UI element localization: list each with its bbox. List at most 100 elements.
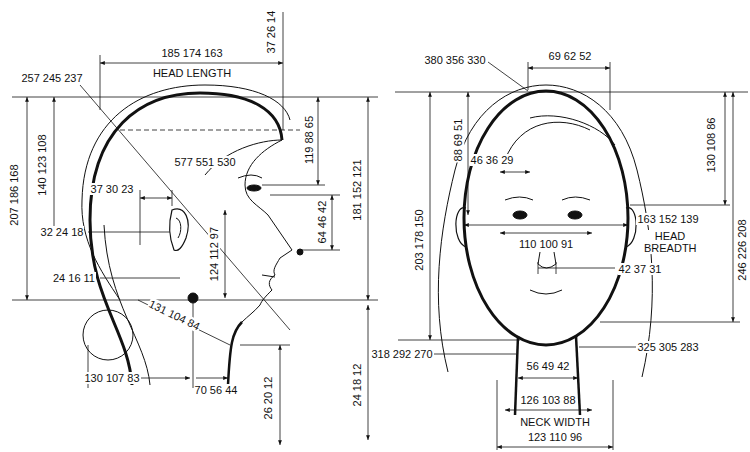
label-holder: 140 123 108	[36, 133, 48, 196]
dimension-lines	[27, 97, 28, 300]
dimension-lines	[318, 97, 319, 185]
dimension-lines	[120, 130, 300, 131]
profile-head	[176, 218, 181, 238]
dimension-lines	[733, 92, 734, 322]
dimension-lines	[225, 210, 226, 298]
front-head	[538, 252, 556, 268]
dimension-label: 130 108 86	[706, 116, 718, 173]
label-holder: 130 108 86	[706, 116, 718, 173]
dimension-lines	[270, 195, 340, 196]
front-head	[513, 211, 527, 219]
label-holder: 126 103 88	[519, 394, 576, 406]
label-holder: 207 186 168	[8, 163, 20, 226]
dimension-lines	[630, 205, 730, 206]
profile-head	[82, 85, 290, 300]
dimension-lines	[500, 172, 530, 173]
dimension-lines	[12, 300, 378, 301]
dimension-label: 123 110 96	[527, 431, 583, 443]
dimension-label: 42 37 31	[618, 263, 663, 275]
dimension-label: 124 112 97	[208, 226, 220, 282]
profile-head	[238, 175, 262, 178]
label-holder: 56 49 42	[526, 360, 571, 372]
dimension-lines	[140, 198, 172, 199]
dimension-lines	[240, 345, 290, 346]
dimension-label: 140 123 108	[36, 133, 48, 196]
profile-head	[104, 225, 150, 385]
dimension-label: 119 88 65	[303, 115, 315, 165]
profile-head	[242, 140, 292, 322]
dimension-lines	[395, 92, 748, 93]
dimension-lines	[262, 185, 325, 186]
dimension-label: 163 152 139	[636, 213, 699, 225]
label-holder: 119 88 65	[303, 115, 315, 165]
dimension-lines	[332, 195, 333, 250]
front-head	[576, 336, 580, 415]
dimension-lines	[196, 378, 228, 379]
dimension-lines	[395, 62, 748, 450]
label-holder: 88 69 51	[452, 118, 464, 163]
dimension-lines	[100, 63, 283, 64]
label-holder: 325 305 283	[636, 341, 699, 353]
label-holder: 24 16 11	[52, 272, 96, 284]
dimension-lines	[368, 97, 369, 300]
dimension-label: 207 186 168	[8, 163, 20, 226]
profile-head	[247, 185, 261, 191]
dimension-lines	[579, 347, 638, 348]
label-holder: 123 110 96	[527, 431, 583, 443]
dimension-label: 69 62 52	[548, 50, 593, 62]
dimension-label: HEAD LENGTH	[152, 67, 232, 79]
dimension-label: NECK WIDTH	[519, 416, 591, 428]
label-holder: 37 26 14	[265, 10, 277, 55]
dimension-label: 88 69 51	[452, 118, 464, 163]
dimension-lines	[505, 410, 592, 411]
dimension-lines	[100, 278, 180, 279]
label-holder: 380 356 330	[423, 54, 486, 66]
label-holder: 124 112 97	[208, 226, 220, 282]
dimension-label: 131 104 84	[147, 297, 204, 333]
dimension-label: 64 46 42	[316, 200, 328, 245]
label-holder: 69 62 52	[548, 50, 593, 62]
dimension-label: 325 305 283	[636, 341, 699, 353]
label-holder: 42 37 31	[618, 263, 663, 275]
dimension-lines	[434, 354, 516, 355]
front-head	[505, 122, 590, 160]
dimension-lines	[300, 250, 340, 251]
label-holder: 318 292 270	[370, 348, 433, 360]
front-head	[515, 336, 518, 415]
label-holder: 110 100 91	[518, 238, 574, 250]
label-holder: 26 20 12	[262, 376, 274, 421]
profile-head	[170, 209, 188, 250]
dimension-label: 46 36 29	[470, 154, 515, 166]
label-holder: 257 245 237	[20, 72, 83, 84]
profile-head	[90, 93, 282, 385]
label-holder: 185 174 163	[160, 47, 223, 59]
dimension-lines	[518, 378, 578, 379]
dimension-lines	[283, 12, 284, 130]
dimension-label: 37 30 23	[90, 183, 135, 195]
front-head	[464, 91, 628, 345]
dimension-lines	[12, 12, 378, 445]
dimension-lines	[464, 225, 628, 226]
label-holder: HEAD BREADTH	[643, 230, 697, 254]
dimension-lines	[488, 62, 528, 91]
front-head	[505, 197, 533, 200]
dimension-label: 257 245 237	[20, 72, 83, 84]
dimension-lines	[613, 380, 614, 450]
dimension-lines	[538, 262, 539, 274]
label-holder: 203 178 150	[413, 208, 425, 271]
label-holder: 32 24 18	[40, 226, 85, 238]
dimension-lines	[54, 97, 55, 232]
dimension-lines	[368, 305, 369, 440]
dimension-label: 24 16 11	[52, 272, 96, 284]
dimension-lines	[88, 232, 170, 233]
profile-head	[262, 275, 275, 277]
dimension-label: 577 551 530	[173, 156, 236, 168]
front-head	[562, 197, 590, 200]
dimension-lines	[193, 303, 194, 388]
profile-head	[82, 85, 303, 385]
label-holder: 24 18 12	[351, 363, 363, 408]
dimension-lines	[610, 62, 611, 110]
dimension-lines	[556, 262, 557, 274]
front-head	[568, 211, 582, 219]
dimension-lines	[538, 268, 615, 269]
